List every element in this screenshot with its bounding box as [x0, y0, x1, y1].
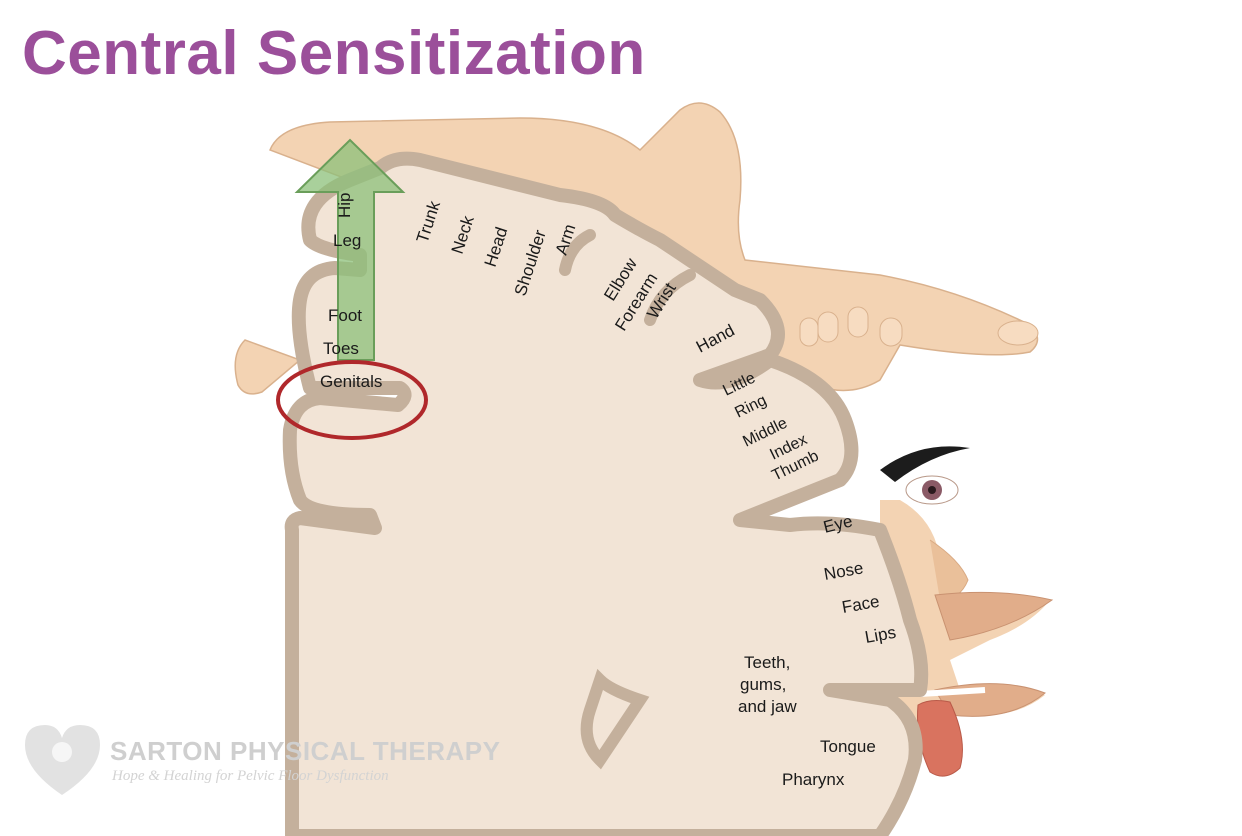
label-leg: Leg	[333, 231, 361, 250]
homunculus-face	[880, 446, 1054, 780]
watermark-name: SARTON PHYSICAL THERAPY	[110, 736, 500, 766]
label-tongue: Tongue	[820, 737, 876, 756]
watermark-tagline: Hope & Healing for Pelvic Floor Dysfunct…	[111, 768, 389, 784]
slide-title: Central Sensitization	[22, 19, 646, 88]
label-teeth-line2: gums,	[740, 675, 786, 694]
label-pharynx: Pharynx	[782, 770, 845, 789]
label-foot: Foot	[328, 306, 362, 325]
label-teeth-line3: and jaw	[738, 697, 797, 716]
upper-lip-icon	[934, 591, 1054, 641]
eyebrow-icon	[880, 446, 970, 482]
body-region-labels: Hip Leg Foot Toes Genitals Trunk Neck He…	[320, 192, 897, 789]
label-teeth-line1: Teeth,	[744, 653, 790, 672]
label-toes: Toes	[323, 339, 359, 358]
label-hip: Hip	[335, 192, 354, 218]
watermark: SARTON PHYSICAL THERAPY Hope & Healing f…	[25, 725, 500, 795]
cortex-section	[282, 151, 929, 836]
ascending-arrow-icon	[294, 138, 406, 361]
genitals-highlight-circle	[276, 360, 428, 440]
label-genitals: Genitals	[320, 372, 382, 391]
